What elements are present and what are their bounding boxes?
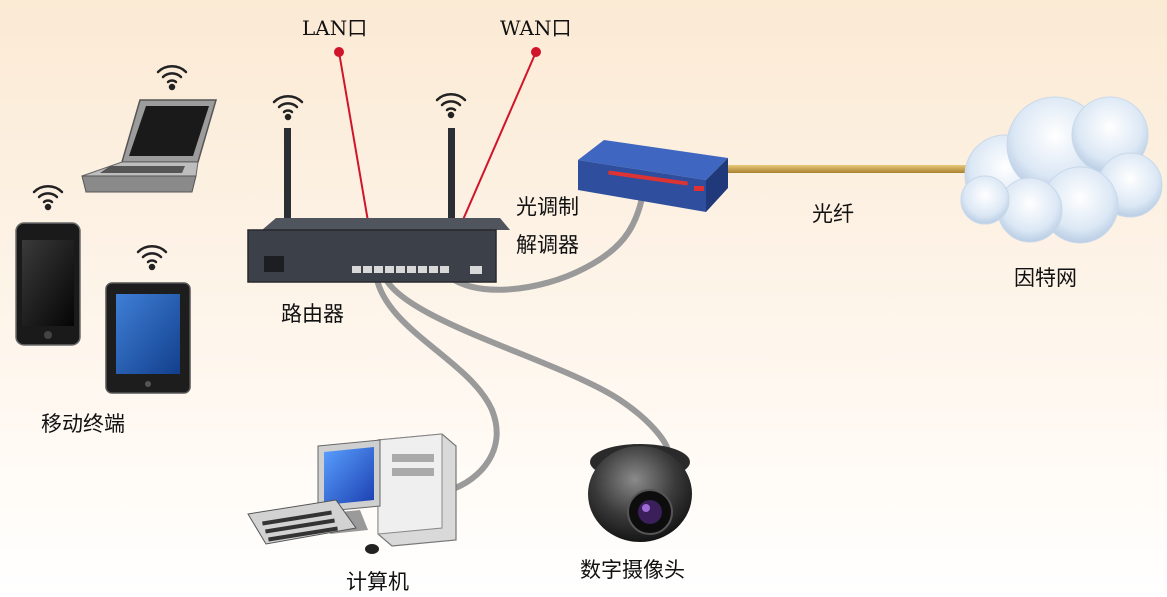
modem-label-line2: 解调器 — [516, 233, 579, 257]
ethernet-cables — [373, 195, 671, 493]
smartphone-icon — [15, 222, 81, 346]
cable-router-modem — [441, 195, 645, 293]
lan-port-label: LAN口 — [302, 16, 368, 40]
wan-callout-dot — [531, 47, 541, 57]
modem-label-line1: 光调制 — [516, 195, 579, 219]
fiber-cable — [718, 165, 978, 173]
laptop-icon — [81, 99, 217, 193]
wifi-icon — [272, 95, 304, 121]
router-label: 路由器 — [281, 302, 344, 326]
dome-camera-icon — [588, 444, 692, 542]
router-device — [247, 128, 510, 283]
mobile-terminal-label: 移动终端 — [41, 412, 125, 436]
router-antenna-right — [448, 128, 455, 232]
computer-icon — [247, 433, 457, 554]
modem-device — [578, 140, 728, 212]
cable-router-camera — [381, 272, 671, 453]
wifi-icon — [435, 93, 467, 119]
wifi-icon — [32, 185, 64, 211]
lan-callout-dot — [334, 47, 344, 57]
internet-label: 因特网 — [1014, 266, 1077, 290]
tablet-icon — [105, 282, 191, 394]
internet-cloud-icon — [960, 96, 1163, 244]
wifi-icon — [136, 245, 168, 271]
wifi-icon — [156, 65, 188, 91]
computer-label: 计算机 — [346, 570, 409, 594]
wan-port-label: WAN口 — [500, 16, 572, 40]
cable-router-computer — [373, 272, 500, 493]
camera-label: 数字摄像头 — [580, 558, 685, 582]
fiber-label: 光纤 — [812, 202, 854, 226]
router-antenna-left — [284, 128, 291, 232]
